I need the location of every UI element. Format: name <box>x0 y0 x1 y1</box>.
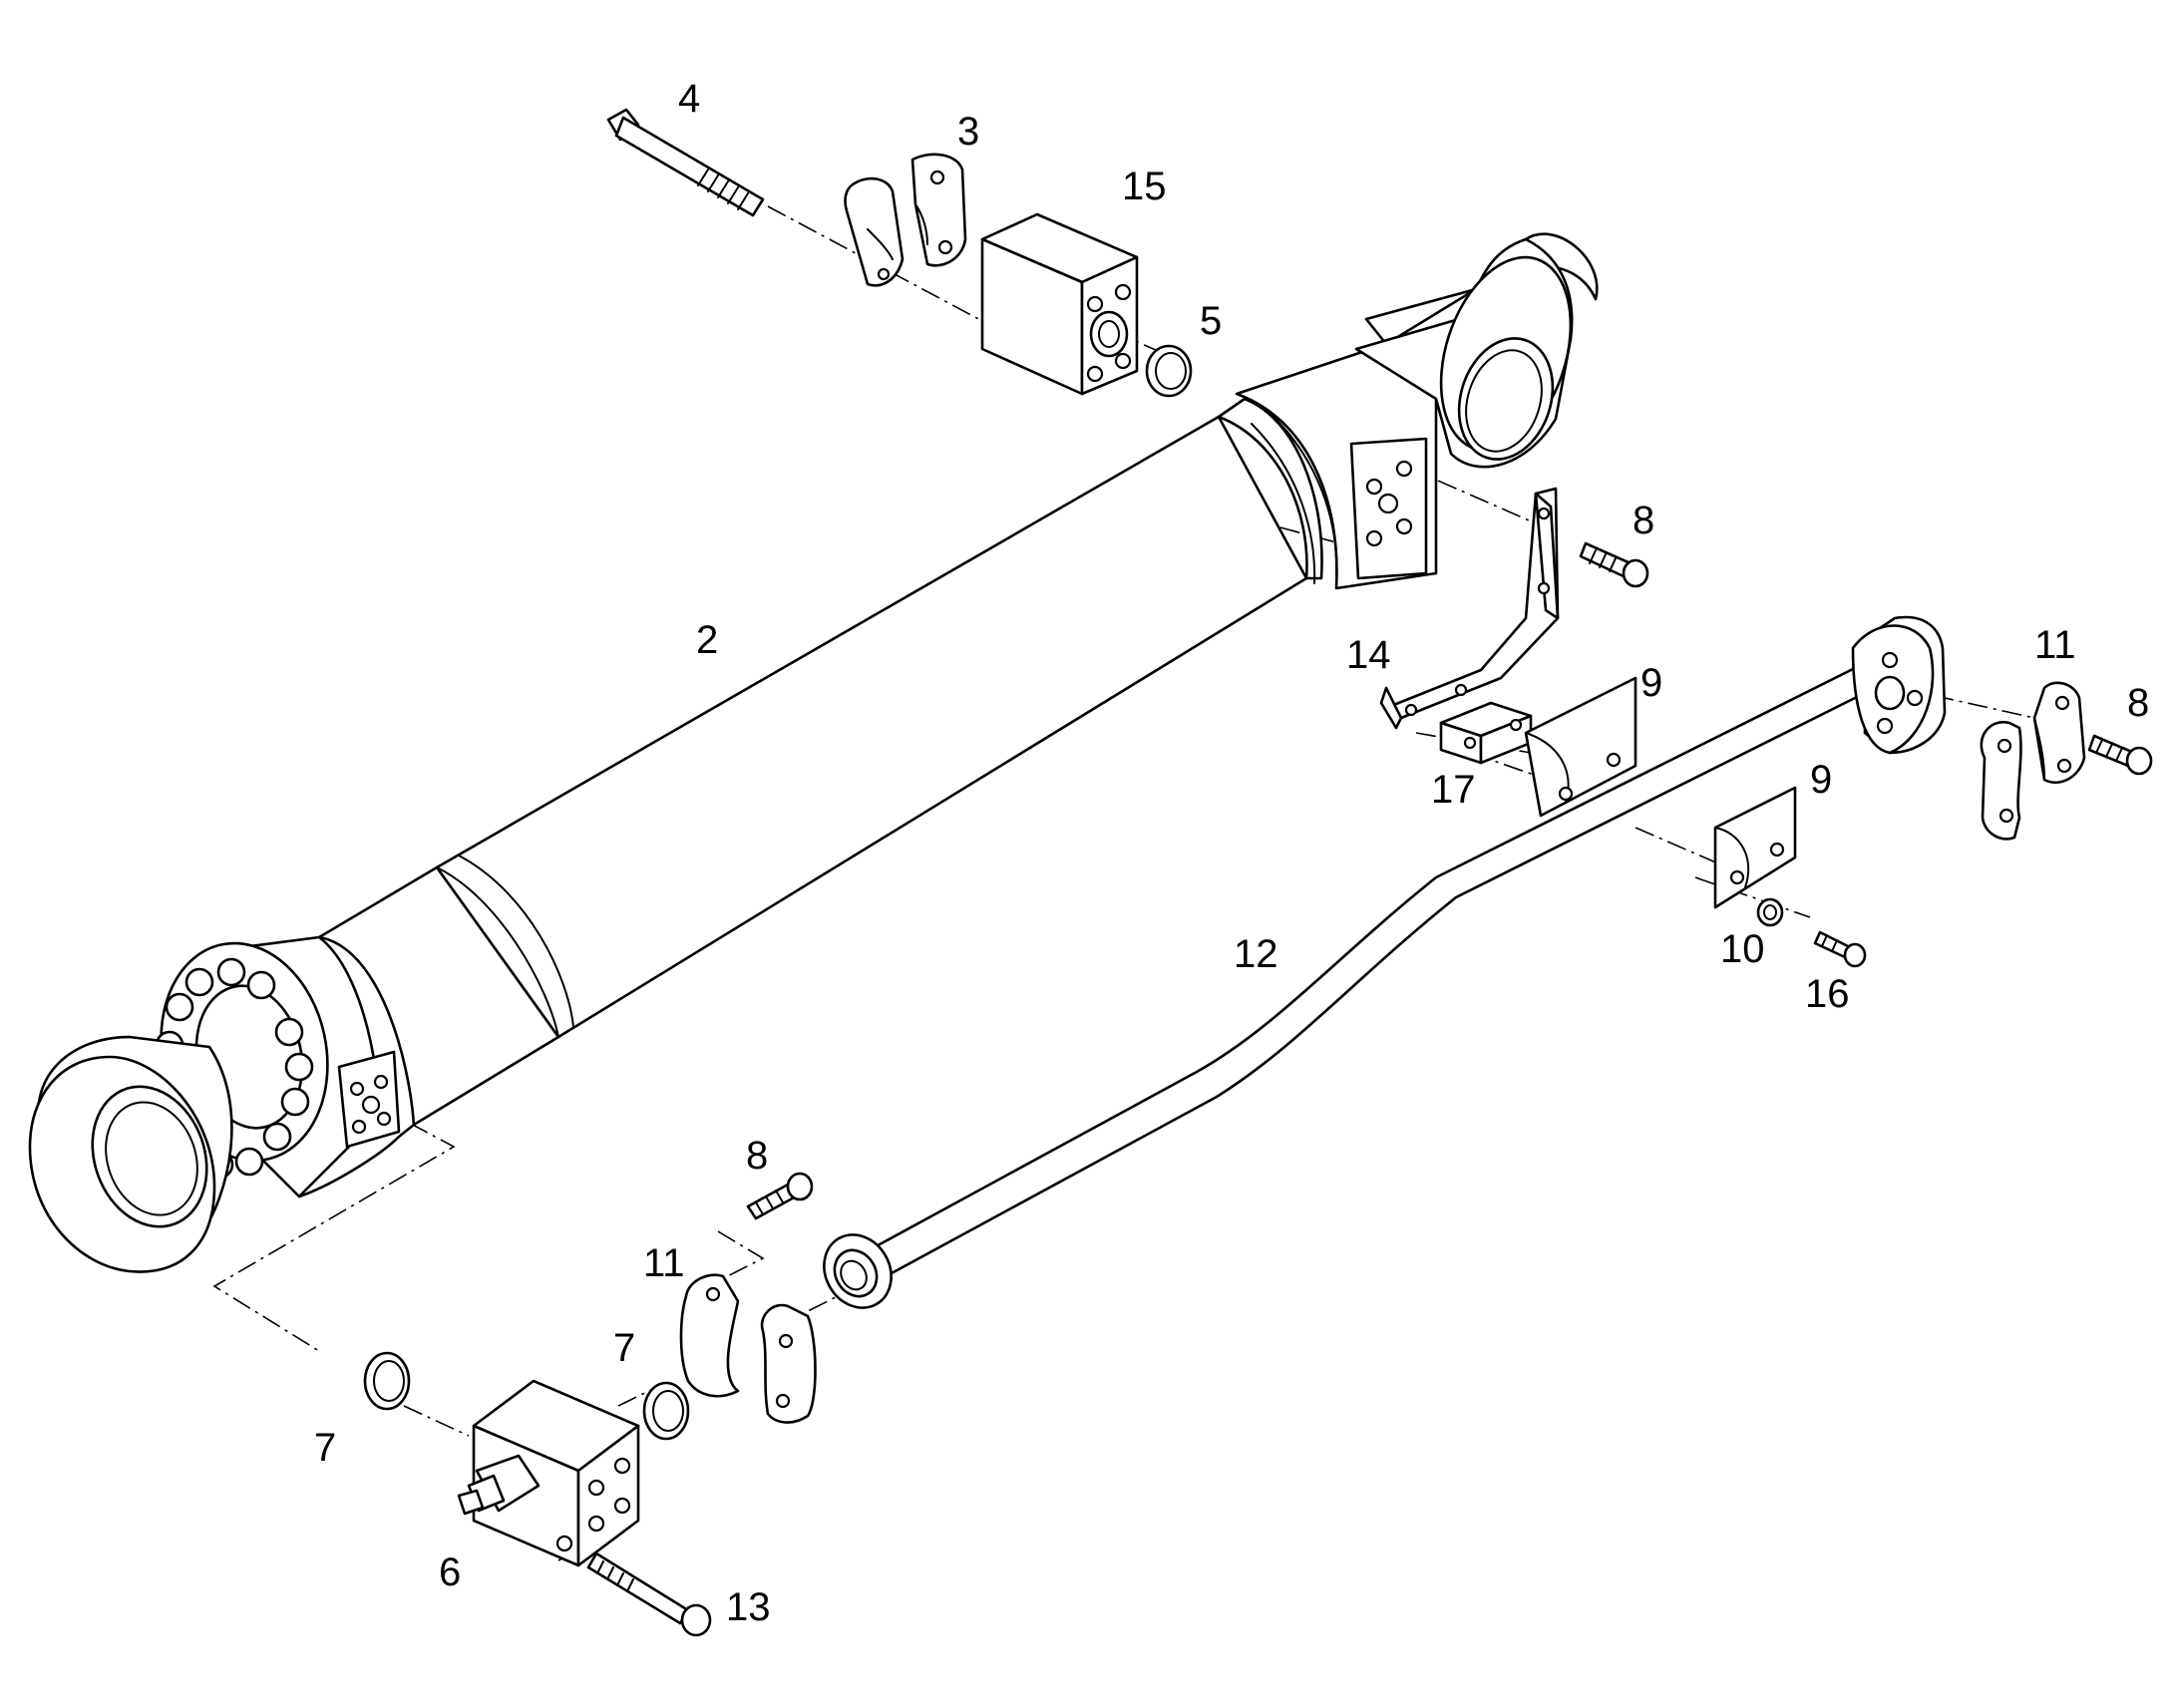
callout-8-bottom: 8 <box>746 1134 768 1178</box>
callout-10: 10 <box>1720 927 1765 971</box>
o-ring-icon <box>363 1351 411 1411</box>
bolt-icon <box>746 1172 814 1220</box>
callout-17: 17 <box>1431 768 1476 812</box>
bolt-icon <box>1579 541 1649 588</box>
hydraulic-pipe-icon <box>823 615 1947 1309</box>
callout-7-left: 7 <box>314 1426 336 1470</box>
callout-8-right: 8 <box>2127 681 2149 725</box>
valve-block-icon <box>457 1379 640 1567</box>
hydraulic-cylinder-icon <box>28 232 1599 1273</box>
callout-8-top: 8 <box>1633 499 1654 542</box>
bracket-icon <box>1379 487 1560 730</box>
callout-11-bottom: 11 <box>643 1241 685 1285</box>
spacer-block-icon <box>1439 701 1533 765</box>
callout-4: 4 <box>678 77 700 121</box>
o-ring-icon <box>1145 344 1193 398</box>
pipe-clamp-icon <box>1524 676 1637 818</box>
bolt-icon <box>586 1551 712 1637</box>
split-flange-icon <box>844 153 967 287</box>
callout-16: 16 <box>1805 972 1850 1016</box>
callout-9-upper: 9 <box>1640 661 1662 705</box>
callout-3: 3 <box>957 110 979 154</box>
bolt-icon <box>606 108 765 217</box>
washer-icon <box>1756 897 1784 927</box>
callout-12: 12 <box>1234 932 1278 976</box>
callout-6: 6 <box>439 1550 461 1594</box>
bolt-icon <box>2087 734 2153 776</box>
callout-7-right: 7 <box>613 1326 635 1370</box>
valve-block-icon <box>980 212 1139 396</box>
callout-9-lower: 9 <box>1810 758 1832 802</box>
bolt-icon <box>1813 930 1867 968</box>
split-flange-icon <box>679 1273 817 1424</box>
callout-2: 2 <box>696 618 718 662</box>
callout-14: 14 <box>1346 633 1391 677</box>
o-ring-icon <box>642 1381 690 1441</box>
split-flange-icon <box>1980 681 2086 841</box>
callout-13: 13 <box>726 1585 771 1629</box>
callout-11-right: 11 <box>2034 623 2076 667</box>
callout-5: 5 <box>1200 299 1222 343</box>
callout-labels: 2 3 4 5 6 7 7 8 8 8 9 9 10 11 11 12 13 1… <box>314 77 2149 1629</box>
pipe-clamp-icon <box>1713 786 1797 909</box>
callout-15: 15 <box>1122 165 1167 208</box>
